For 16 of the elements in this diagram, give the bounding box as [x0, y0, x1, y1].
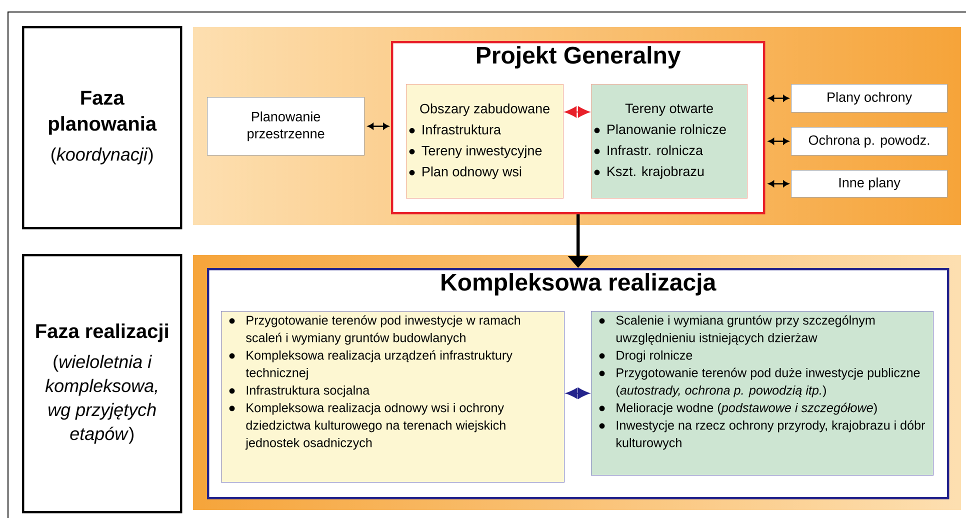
plan-box: Plany ochrony [791, 84, 948, 113]
plan-box: Ochrona p. powodz. [791, 127, 948, 156]
task-list-box: Przygotowanie terenów pod inwestycje w ramach scaleń i wymiany gruntów budowlanych Kompleksowa realizacja urządzeń infrastruktury technicznej Infrastruktura socjalna Kompleksowa realizacja odnowy wsi i ochrony dziedzictwa kulturowego na terenach wiejskich jednostek osadniczych [221, 311, 565, 483]
category-box: Tereny otwarte Planowanie rolnicze Infrastr. rolnicza Kszt. krajobrazu [591, 84, 748, 199]
plan-box: Planowanie przestrzenne [207, 97, 365, 156]
phase-box: Faza planowania (koordynacji) [22, 26, 182, 230]
double-arrow [768, 180, 789, 187]
double-arrow [566, 388, 590, 399]
double-arrow [564, 106, 590, 118]
plan-box: Inne plany [791, 170, 948, 198]
double-arrow [368, 123, 389, 130]
phase-box: Faza realizacji (wieloletnia i kompleksowa, wg przyjętych etapów) [22, 254, 182, 514]
double-arrow [768, 95, 789, 102]
category-box: Obszary zabudowane Infrastruktura Tereny inwestycyjne Plan odnowy wsi [406, 84, 564, 199]
task-list-box: Scalenie i wymiana gruntów przy szczególnym uwzględnieniu istniejących dzierżaw Drogi rolnicze Przygotowanie terenów pod duże inwestycje publiczne (autostrady, ochrona p. powodzią itp.) Melioracje wodne (podstawowe i szczegółowe) Inwestycje na rzecz ochrony przyrody, krajobrazu i dóbr kulturowych [591, 311, 934, 476]
double-arrow [768, 138, 789, 144]
